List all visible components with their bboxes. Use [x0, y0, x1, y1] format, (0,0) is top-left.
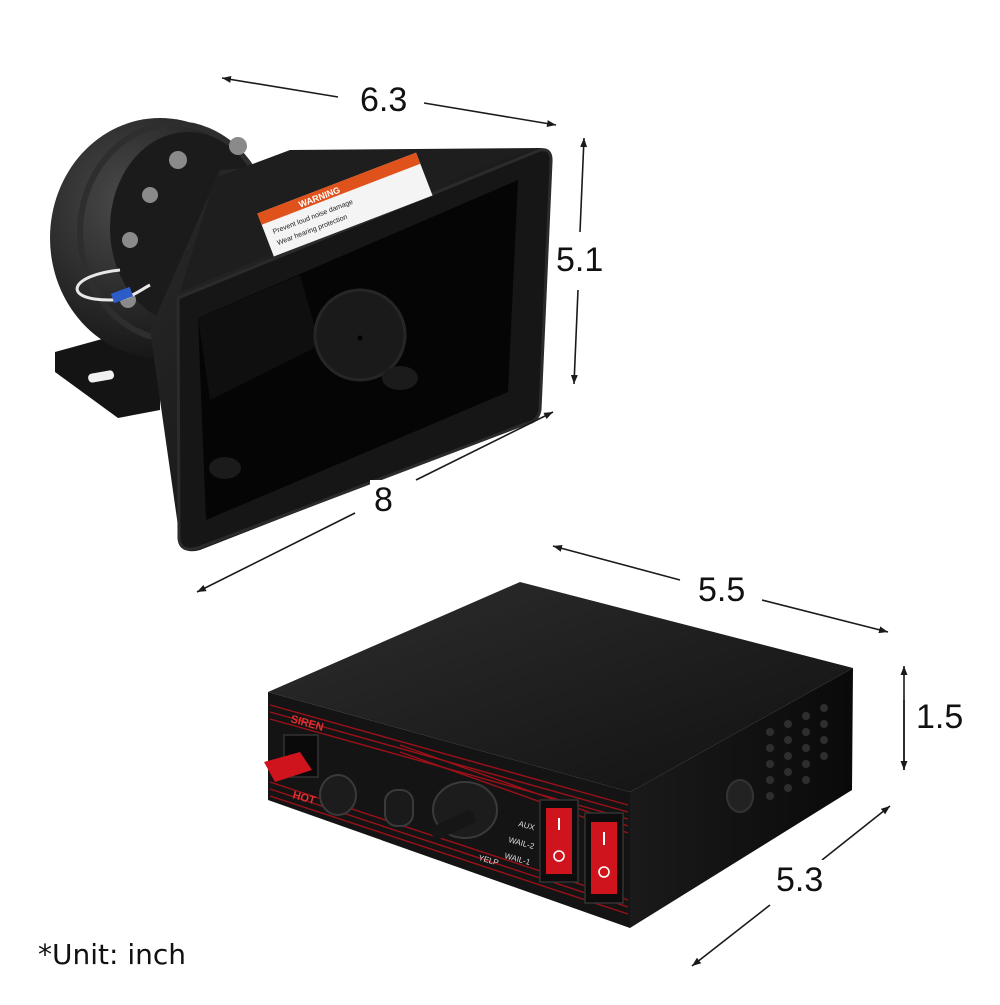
arrow-horn-depth-down — [196, 512, 356, 593]
side-cable-grommet — [726, 779, 754, 813]
label-box-height: 1.5 — [912, 697, 968, 737]
bracket-slot — [88, 370, 115, 383]
siren-control-box: SIREN HOT AUX WAIL-2 WAIL-1 YELP — [264, 582, 853, 928]
wire-terminal — [110, 286, 134, 304]
label-horn-height: 5.1 — [552, 240, 608, 280]
arrow-horn-depth-up — [415, 411, 554, 481]
box-top-face — [268, 582, 853, 792]
unit-note: *Unit: inch — [38, 938, 186, 971]
dimension-arrows — [196, 76, 908, 967]
middle-knob[interactable] — [384, 789, 414, 827]
power-switch-lever[interactable] — [264, 752, 312, 782]
arrow-horn-width-right — [423, 102, 557, 127]
arrow-box-width-left — [552, 544, 681, 581]
horn-top-surface — [180, 148, 540, 292]
label-horn-depth: 8 — [370, 480, 397, 520]
volume-knob[interactable] — [319, 774, 357, 816]
horn-center-disc — [313, 288, 407, 382]
label-horn-width: 6.3 — [356, 80, 412, 120]
label-box-depth: 5.3 — [772, 860, 828, 900]
wire — [75, 268, 151, 302]
mode-aux: AUX — [517, 819, 536, 832]
rocker-switch-1[interactable] — [539, 799, 579, 883]
label-box-width: 5.5 — [694, 570, 750, 610]
warning-sticker: WARNING Prevent loud noise damage Wear h… — [257, 152, 433, 257]
arrow-box-depth-down — [691, 904, 771, 967]
arrow-horn-width-left — [221, 76, 339, 98]
siren-speaker-horn: WARNING Prevent loud noise damage Wear h… — [50, 118, 553, 552]
arrow-horn-height-down — [570, 289, 579, 385]
arrow-horn-height-up — [579, 137, 588, 233]
rocker-switch-2[interactable] — [584, 812, 624, 904]
vent-holes — [766, 704, 828, 800]
arrow-box-width-right — [761, 599, 889, 634]
arrow-box-depth-up — [821, 805, 891, 861]
